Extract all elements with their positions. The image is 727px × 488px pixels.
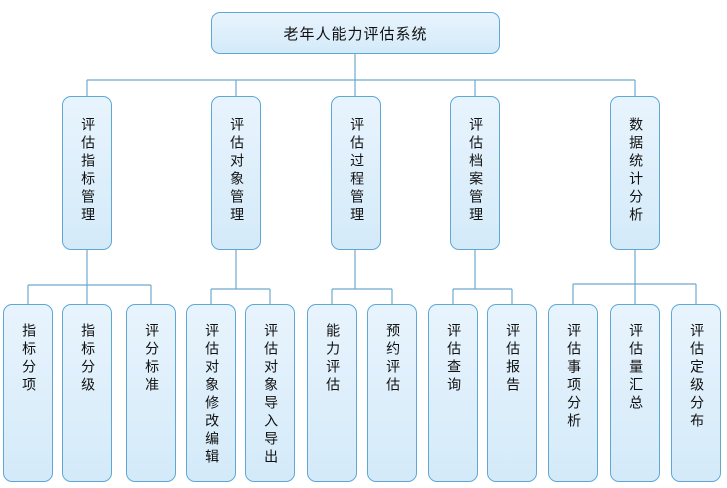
- module-label: 评估过程管理: [348, 117, 365, 225]
- leaf-label: 指标分项: [20, 323, 37, 395]
- leaf-node: 预约评估: [367, 304, 417, 482]
- module-node-archive-management: 评估档案管理: [450, 96, 500, 250]
- leaf-node: 评估量汇总: [610, 304, 660, 482]
- module-node-object-management: 评估对象管理: [211, 96, 261, 250]
- leaf-node: 指标分级: [62, 304, 112, 482]
- leaf-label: 能力评估: [324, 323, 341, 395]
- leaf-label: 评估对象修改编辑: [203, 323, 220, 467]
- root-label: 老年人能力评估系统: [283, 24, 428, 43]
- leaf-label: 评估量汇总: [627, 323, 644, 413]
- leaf-node: 评估对象导入导出: [245, 304, 295, 482]
- module-label: 数据统计分析: [627, 117, 644, 225]
- leaf-node: 评估报告: [487, 304, 537, 482]
- leaf-node: 评分标准: [126, 304, 176, 482]
- root-node: 老年人能力评估系统: [211, 12, 500, 54]
- leaf-label: 预约评估: [384, 323, 401, 395]
- leaf-node: 评估事项分析: [548, 304, 598, 482]
- module-node-statistics-analysis: 数据统计分析: [610, 96, 660, 250]
- module-label: 评估档案管理: [467, 117, 484, 225]
- leaf-node: 评估查询: [428, 304, 478, 482]
- leaf-label: 评估事项分析: [565, 323, 582, 431]
- leaf-node: 指标分项: [3, 304, 53, 482]
- module-label: 评估对象管理: [228, 117, 245, 225]
- leaf-label: 评估报告: [504, 323, 521, 395]
- leaf-node: 评估定级分布: [671, 304, 721, 482]
- leaf-label: 指标分级: [79, 323, 96, 395]
- leaf-node: 评估对象修改编辑: [186, 304, 236, 482]
- module-node-process-management: 评估过程管理: [331, 96, 381, 250]
- leaf-node: 能力评估: [307, 304, 357, 482]
- module-node-indicator-management: 评估指标管理: [62, 96, 112, 250]
- module-label: 评估指标管理: [79, 117, 96, 225]
- leaf-label: 评估查询: [445, 323, 462, 395]
- leaf-label: 评估对象导入导出: [262, 323, 279, 467]
- leaf-label: 评分标准: [143, 323, 160, 395]
- leaf-label: 评估定级分布: [688, 323, 705, 431]
